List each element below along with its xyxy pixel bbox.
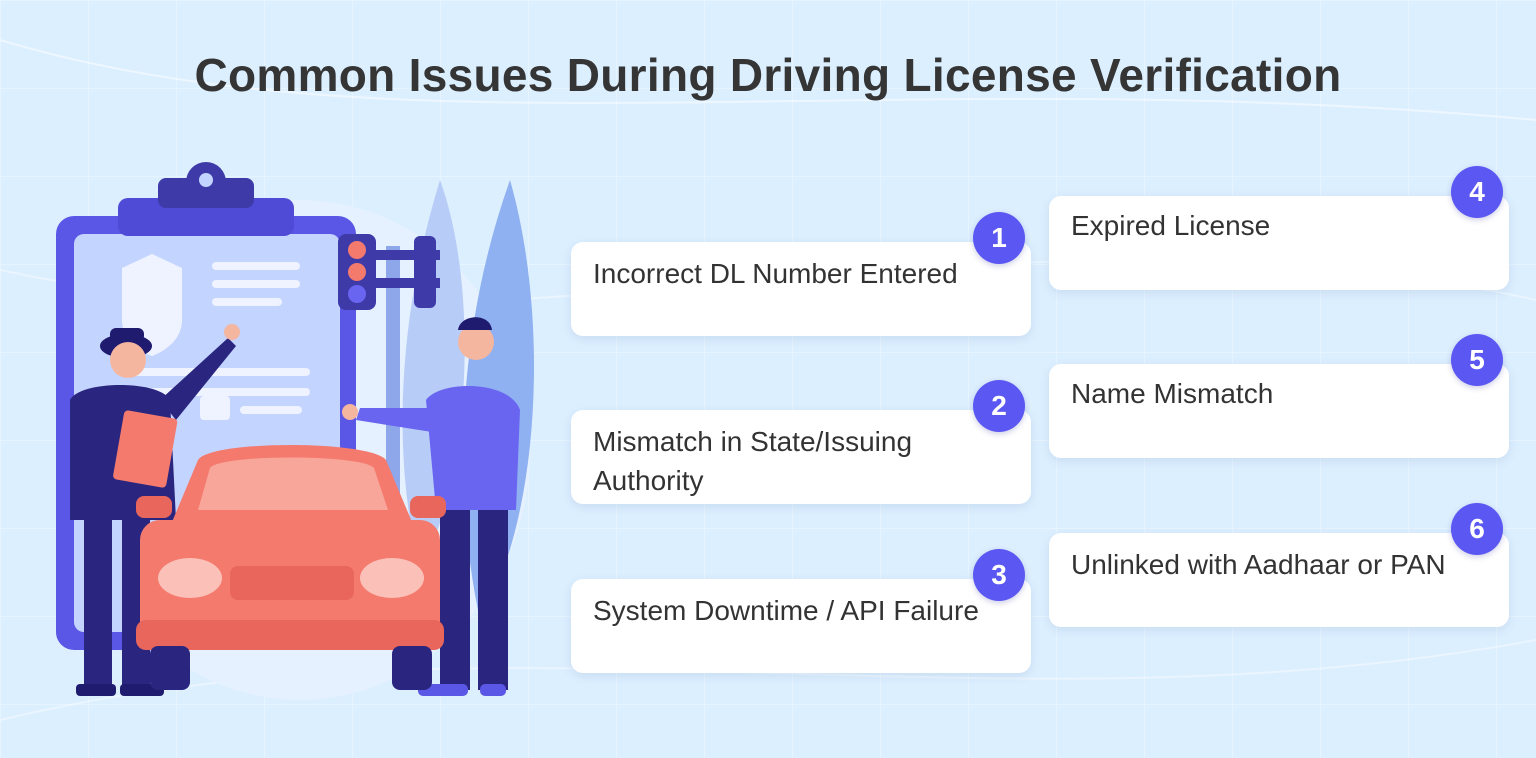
issue-number-badge: 3 [973, 549, 1025, 601]
issue-text: Mismatch in State/Issuing Authority [593, 426, 913, 496]
issue-text: Expired License [1071, 210, 1271, 241]
issue-text: System Downtime / API Failure [593, 595, 979, 626]
issue-card-6: Unlinked with Aadhaar or PAN 6 [1049, 503, 1509, 627]
issue-text: Incorrect DL Number Entered [593, 258, 958, 289]
issue-card-5: Name Mismatch 5 [1049, 334, 1509, 458]
issue-number-badge: 1 [973, 212, 1025, 264]
issue-number-badge: 4 [1451, 166, 1503, 218]
issue-card-2: Mismatch in State/Issuing Authority 2 [571, 380, 1031, 504]
issue-text: Unlinked with Aadhaar or PAN [1071, 549, 1446, 580]
car-icon [136, 445, 446, 690]
issue-number-badge: 6 [1451, 503, 1503, 555]
issue-card-3: System Downtime / API Failure 3 [571, 549, 1031, 673]
issue-card-4: Expired License 4 [1049, 166, 1509, 290]
driver-icon [342, 317, 520, 696]
issue-text: Name Mismatch [1071, 378, 1274, 409]
traffic-light-icon [338, 234, 440, 626]
verification-illustration [56, 162, 534, 700]
issue-number-badge: 5 [1451, 334, 1503, 386]
page-title: Common Issues During Driving License Ver… [194, 49, 1342, 101]
issue-number-badge: 2 [973, 380, 1025, 432]
issue-card-1: Incorrect DL Number Entered 1 [571, 212, 1031, 336]
